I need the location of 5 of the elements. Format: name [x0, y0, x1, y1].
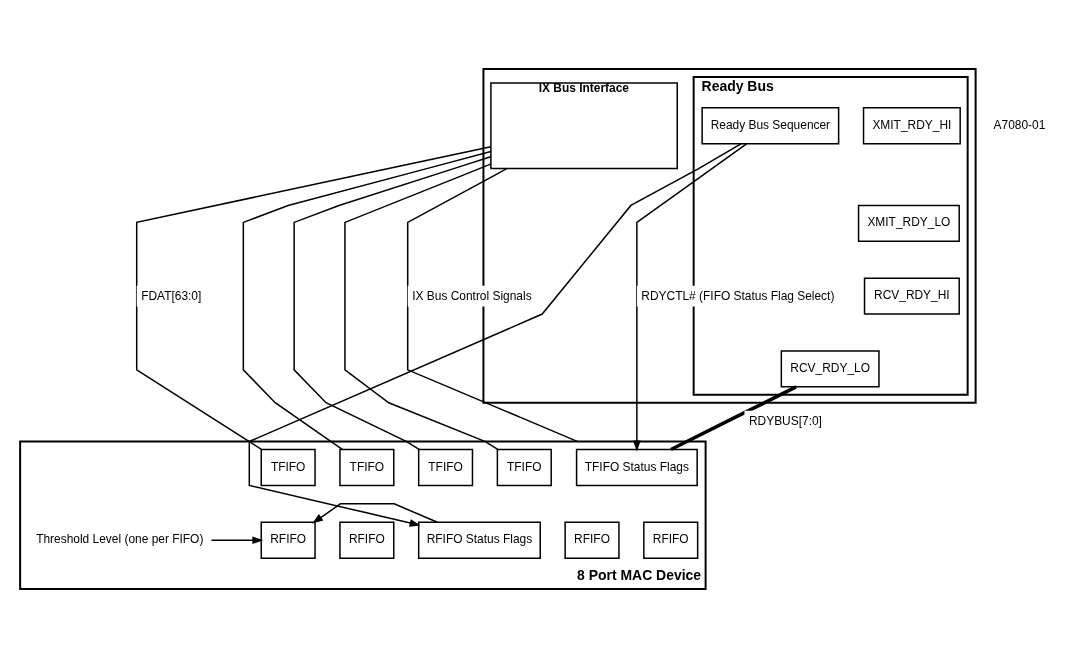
label: A7080-01: [993, 117, 1046, 132]
edge-label: IX Bus Control Signals: [412, 288, 532, 303]
edge-label: FDAT[63:0]: [141, 288, 202, 303]
edge-label: RDYBUS[7:0]: [748, 413, 822, 428]
node-text: Threshold Level (one per FIFO): [36, 531, 204, 546]
